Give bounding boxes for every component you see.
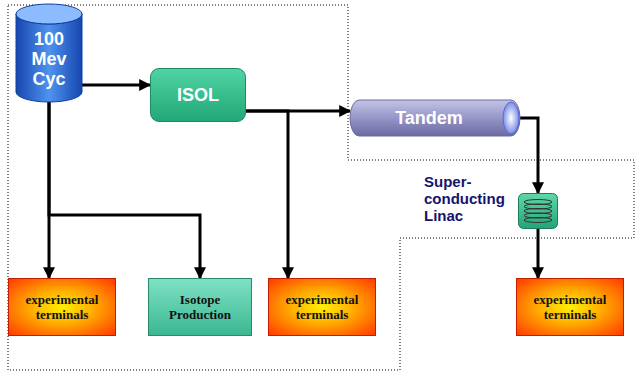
terminal-box: experimental terminals (8, 278, 116, 336)
terminal-box: experimental terminals (268, 278, 376, 336)
node-label: experimental terminals (269, 292, 375, 322)
flow-arrow (537, 229, 540, 278)
process-box: ISOL (150, 68, 246, 122)
node-heading: Super- conducting Linac (424, 173, 512, 224)
linac-box: Super- conducting Linac (518, 193, 558, 229)
node-label: Tandem (395, 108, 463, 128)
flow-arrow (49, 102, 200, 278)
flow-arrow (82, 84, 150, 87)
node-label: experimental terminals (517, 292, 623, 322)
isotope-box: Isotope Production (148, 278, 252, 336)
accelerator-cylinder: Tandem (350, 100, 520, 136)
node-label: experimental terminals (9, 292, 115, 322)
terminal-box: experimental terminals (516, 278, 624, 336)
cyclotron-cylinder: 100 Mev Cyc (16, 4, 82, 102)
node-label: ISOL (177, 85, 219, 105)
node-label: Isotope Production (149, 292, 251, 322)
flow-arrow (246, 111, 288, 278)
flow-arrow (520, 118, 538, 193)
linac-box-outline (518, 193, 558, 229)
node-label: 100 Mev Cyc (27, 29, 71, 89)
